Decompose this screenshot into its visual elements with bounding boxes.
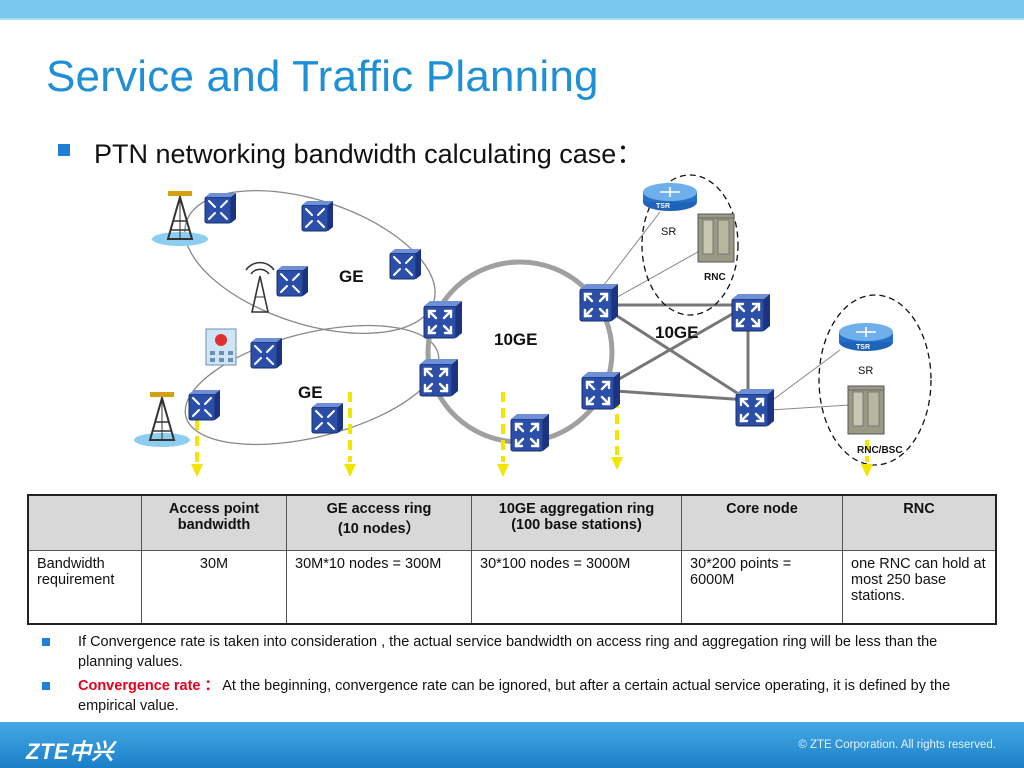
table-header-empty — [27, 494, 142, 551]
ptn-router-icon — [389, 248, 422, 280]
bullet-square-icon — [58, 144, 70, 156]
ptn-router-icon — [422, 299, 464, 340]
ptn-router-icon — [418, 357, 460, 398]
table-header-access: Access point bandwidth — [141, 494, 287, 551]
ptn-router-icon — [578, 282, 620, 323]
tsr-label-top: TSR — [656, 203, 670, 210]
core-mesh-label: 10GE — [655, 323, 698, 342]
bullet-square-icon — [42, 638, 50, 646]
ptn-router-icon — [730, 292, 772, 333]
ptn-router-icon — [301, 200, 334, 232]
table-cell-access: 30M — [141, 550, 287, 625]
sr-label-right: SR — [858, 365, 873, 377]
ge-label-upper: GE — [339, 267, 364, 286]
list-item: If Convergence rate is taken into consid… — [42, 632, 972, 672]
table-cell-agg-ring: 30*100 nodes = 3000M — [471, 550, 682, 625]
table-row: Bandwidth requirement 30M 30M*10 nodes =… — [27, 550, 997, 625]
agg-ring-label: 10GE — [494, 330, 537, 349]
table-header-agg-ring: 10GE aggregation ring(100 base stations) — [471, 494, 682, 551]
antenna-icon — [245, 261, 275, 313]
table-header-ge-ring: GE access ring(10 nodes） — [286, 494, 472, 551]
ptn-router-icon — [509, 412, 551, 453]
bandwidth-table: Access point bandwidth GE access ring(10… — [27, 494, 997, 625]
ptn-router-icon — [188, 389, 221, 421]
network-diagram: TSR TSR GE GE 10GE 10GE SR RNC SR RNC/BS… — [133, 174, 932, 477]
ge-label-lower: GE — [298, 383, 323, 402]
sr-label-top: SR — [661, 226, 676, 238]
ptn-router-icon — [276, 265, 309, 297]
rnc-rack-icon — [697, 213, 735, 263]
rnc-bsc-label: RNC/BSC — [857, 445, 903, 456]
note-label: Convergence rate ： — [78, 678, 220, 694]
cell-tower-icon — [133, 391, 191, 448]
rnc-rack-icon — [847, 385, 885, 435]
note-text: If Convergence rate is taken into consid… — [78, 634, 938, 670]
footer-bar — [0, 722, 1024, 768]
cell-tower-icon — [151, 190, 209, 247]
tsr-label-right: TSR — [856, 344, 870, 351]
table-cell-rnc: one RNC can hold at most 250 base statio… — [842, 550, 997, 625]
top-banner — [0, 0, 1024, 20]
bullet-square-icon — [42, 682, 50, 690]
slide-subtitle: PTN networking bandwidth calculating cas… — [94, 139, 644, 169]
rnc-label-top: RNC — [704, 272, 726, 283]
ptn-router-icon — [204, 192, 237, 224]
ptn-router-icon — [734, 387, 776, 428]
table-header-core: Core node — [681, 494, 843, 551]
ptn-router-icon — [580, 370, 622, 411]
ptn-router-icon — [311, 402, 344, 434]
note-text: At the beginning, convergence rate can b… — [78, 678, 951, 714]
table-cell-core: 30*200 points = 6000M — [681, 550, 843, 625]
slide-title: Service and Traffic Planning — [46, 52, 599, 101]
table-header-rnc: RNC — [842, 494, 997, 551]
office-building-icon — [205, 328, 237, 366]
notes-list: If Convergence rate is taken into consid… — [42, 632, 972, 720]
rnc-cluster-right — [818, 294, 932, 466]
list-item: Convergence rate ： At the beginning, con… — [42, 676, 972, 716]
rnc-cluster-top — [641, 174, 739, 316]
tsr-router-icon — [642, 182, 698, 212]
copyright-text: © ZTE Corporation. All rights reserved. — [798, 739, 996, 751]
zte-logo: ZTE中兴 — [26, 739, 115, 764]
ptn-router-icon — [250, 337, 283, 369]
table-cell-label: Bandwidth requirement — [27, 550, 142, 625]
table-cell-ge-ring: 30M*10 nodes = 300M — [286, 550, 472, 625]
table-header-row: Access point bandwidth GE access ring(10… — [27, 494, 997, 551]
